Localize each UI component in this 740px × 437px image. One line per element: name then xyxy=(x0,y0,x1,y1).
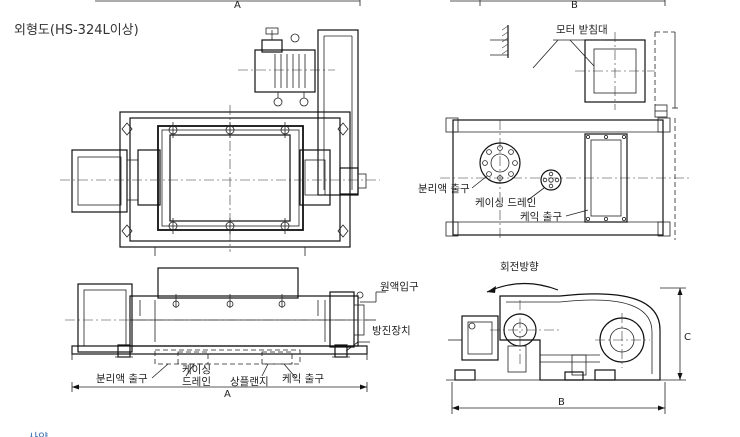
front-elevation: 원액입구 방진장치 분리액 출구 케이싱 드레인 상플랜지 케익 출구 A xyxy=(65,267,419,400)
footer-fragment: 사양 xyxy=(28,431,48,437)
label-casing-drain-right: 케이싱 드레인 xyxy=(475,197,536,209)
label-casing-drain-bottom-2: 드레인 xyxy=(182,376,211,388)
dim-a: A xyxy=(224,389,231,400)
top-dimension-strip: A B xyxy=(95,0,666,11)
side-elevation: 회전방향 C xyxy=(446,261,691,414)
dim-b: B xyxy=(558,397,565,408)
label-top-flange: 상플랜지 xyxy=(230,376,269,388)
label-rotation-direction: 회전방향 xyxy=(500,261,539,273)
plan-view xyxy=(60,27,380,256)
drawing-title: 외형도(HS-324L이상) xyxy=(14,23,139,38)
label-feed-inlet: 원액입구 xyxy=(380,280,419,293)
label-cake-outlet-bottom: 케익 출구 xyxy=(282,373,324,385)
top-dim-a: A xyxy=(234,0,241,11)
label-motor-base: 모터 받침대 xyxy=(556,24,608,36)
label-vibration-isolator: 방진장치 xyxy=(372,325,411,337)
top-dim-b: B xyxy=(571,0,578,11)
label-casing-drain-bottom-1: 케이싱 xyxy=(182,364,211,376)
label-separated-outlet-right: 분리액 출구 xyxy=(418,183,470,195)
label-cake-outlet-right: 케익 출구 xyxy=(520,211,562,223)
dim-c: C xyxy=(684,332,691,343)
foundation-plan: 모터 받침대 xyxy=(418,24,690,240)
label-separated-outlet-bottom: 분리액 출구 xyxy=(96,373,148,385)
